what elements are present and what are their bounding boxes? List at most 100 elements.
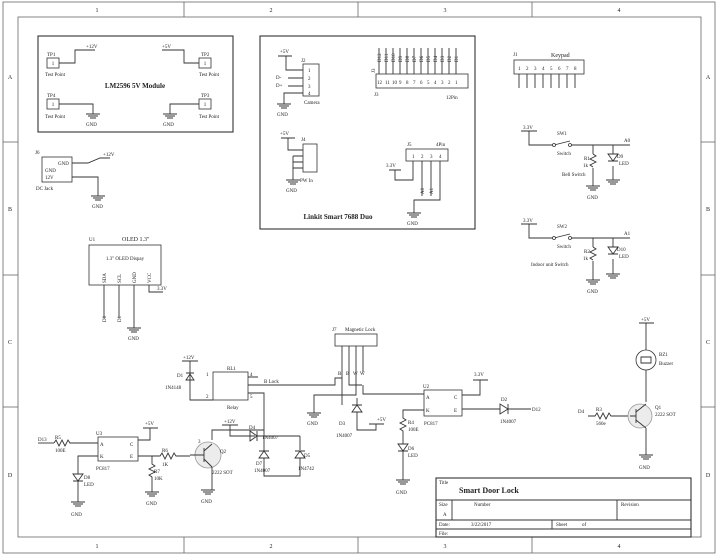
j4-ref: J4	[301, 138, 306, 143]
j3-net: D3	[441, 55, 446, 62]
tp3-ref: TP3	[201, 94, 210, 99]
d4-ref: D4	[249, 426, 256, 431]
row-label: C	[8, 340, 12, 346]
d1-ref: D1	[177, 374, 184, 379]
r6-ref: R6	[162, 449, 168, 454]
keypad-pin: 8	[574, 67, 577, 72]
r7-value: 10K	[154, 477, 163, 482]
buzzer-circuit: +5V BZ1 Buzzer D4 R3 560e Q1 2222 SOT GN…	[578, 318, 676, 471]
u2-pin-c: C	[454, 396, 458, 401]
q2-gnd: GND	[201, 500, 212, 505]
relay-net-out: B Lock	[264, 380, 279, 385]
u3-pin-a: A	[100, 443, 104, 448]
keypad-pin: 5	[550, 67, 553, 72]
oled-title: OLED 1.3"	[122, 237, 150, 243]
power-in-j4: J4 PW In +5V GND	[280, 132, 318, 194]
tp4-ref: TP4	[47, 94, 56, 99]
j6-gnd: GND	[92, 205, 103, 210]
u3-in-net: D13	[38, 438, 47, 443]
q1-value: 2222 SOT	[655, 413, 676, 418]
u2-out: D12	[532, 408, 541, 413]
number-label: Number	[474, 503, 491, 508]
j3-pin: 2	[448, 81, 451, 86]
d6-ref: D6	[408, 447, 415, 452]
j2-pin-2: 2	[308, 77, 311, 82]
optocoupler-u3: D13 R5 100E U3 A K C E PC817 D8 LED GND …	[38, 422, 190, 518]
bell-gnd: GND	[587, 196, 598, 201]
u3-net: +5V	[145, 422, 154, 427]
u2-gnd: GND	[396, 491, 407, 496]
col-label: 2	[270, 8, 273, 14]
keypad-pin: 3	[534, 67, 537, 72]
tp2-label: Test Point	[199, 73, 220, 78]
relay-pin-2: 2	[206, 395, 209, 400]
j3-net: D2	[448, 55, 453, 62]
j7-pin: W	[360, 372, 365, 377]
drawing-title: Smart Door Lock	[459, 486, 519, 495]
j2-ref: J2	[301, 59, 306, 64]
col-label: 1	[96, 8, 99, 14]
frame-row-labels: A B C D A B C D	[8, 75, 711, 479]
j6-ref: J6	[35, 151, 40, 156]
d5-value: 1N4742	[298, 467, 315, 472]
r7-ref: R7	[154, 470, 160, 475]
header-j5: J5 4Pin 1 2 3 4 3.3V A0 A1 GND	[386, 143, 449, 227]
sw2-label: Switch	[557, 245, 571, 250]
tp1-ref: TP1	[47, 53, 56, 58]
driver-net: +12V	[224, 420, 236, 425]
u3-gnd: GND	[71, 513, 82, 518]
bz1-ref: BZ1	[659, 353, 668, 358]
r2-value: 1k	[583, 257, 589, 262]
j7-ref: J7	[332, 328, 337, 333]
tp1-pin: 1	[52, 62, 55, 67]
keypad-connector: J1 Keypad 1 2 3 4 5 6 7 8	[513, 53, 585, 88]
j7-pin: B	[338, 372, 342, 377]
u3-pin-e: E	[130, 455, 133, 460]
u2-value: PC817	[424, 422, 438, 427]
j2-pin-1: 1	[308, 69, 311, 74]
relay-pin-1: 1	[206, 373, 209, 378]
row-label: A	[706, 75, 711, 81]
col-label: 3	[444, 8, 447, 14]
relay-pin-4: 4	[250, 373, 253, 378]
d7-value: 1N4007	[254, 469, 271, 474]
magnetic-lock-label: Magnetic Lock	[345, 328, 376, 333]
linkit-title: Linkit Smart 7688 Duo	[303, 213, 373, 221]
j3-pin: 10	[392, 81, 398, 86]
d7-ref: D7	[256, 462, 263, 467]
bz1-label: Buzzer	[659, 362, 673, 367]
j3-ref-top: J3	[372, 68, 377, 73]
relay-circuit: +12V RL1 Relay 4 5 1 2 B Lock D1 1N4148 …	[165, 356, 362, 430]
oled-net-d1: D1	[118, 315, 123, 322]
bell-out: A0	[624, 139, 631, 144]
size-label: Size	[439, 503, 448, 508]
r5-ref: R5	[55, 436, 61, 441]
d2-value: 1N4007	[500, 420, 517, 425]
d3-value: 1N4007	[336, 434, 353, 439]
size-value: A	[443, 513, 447, 518]
buzzer-gnd: GND	[639, 466, 650, 471]
j3-pin: 9	[399, 81, 402, 86]
j2-net-5v: +5V	[280, 50, 289, 55]
bell-switch-circuit: 3.3V SW1 Switch A0 R1 1k D9 LED GND Bell…	[521, 126, 631, 201]
j5-pin-4: 4	[439, 155, 442, 160]
r5-value: 100E	[55, 449, 66, 454]
tp3-label: Test Point	[199, 115, 220, 120]
j6-net: +12V	[103, 153, 115, 158]
r1-value: 1k	[583, 164, 589, 169]
lm2596-module: LM2596 5V Module 1 TP1 Test Point +12V 1…	[37, 35, 234, 133]
of-label: of	[582, 523, 587, 528]
j2-pin-3: 3	[308, 85, 311, 90]
relay-pin-5: 5	[250, 395, 253, 400]
j5-net-33v: 3.3V	[386, 164, 396, 169]
r3-ref: R3	[596, 408, 602, 413]
q2-ref: Q2	[220, 450, 227, 455]
r4-ref: R4	[408, 421, 414, 426]
j7-pin: W	[353, 372, 358, 377]
u3-value: PC817	[96, 467, 110, 472]
j2-net-dminus: D-	[276, 76, 282, 81]
j6-pin-gnd-1: GND	[58, 162, 69, 167]
col-label: 4	[618, 544, 621, 550]
j3-pin: 11	[385, 81, 390, 86]
j3-net: D11	[385, 53, 390, 62]
